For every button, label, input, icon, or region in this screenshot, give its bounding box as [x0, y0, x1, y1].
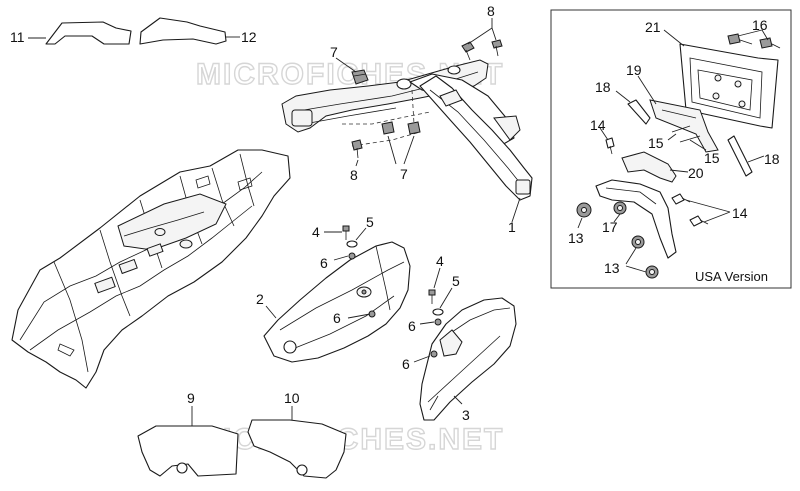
part-15-pins [671, 125, 701, 143]
callout-14-upper: 14 [590, 117, 606, 133]
part-6-grommet-right-upper [434, 318, 442, 326]
part-18-reflector-right [727, 135, 753, 177]
part-5-washer-left [346, 240, 358, 248]
callout-4-right: 4 [436, 253, 444, 269]
callout-18-right: 18 [764, 151, 780, 167]
part-11-decal-left [45, 21, 132, 45]
callout-6-left-upper: 6 [320, 255, 328, 271]
part-10-decal-bottom-right [247, 419, 347, 479]
part-7-clips-lower [381, 121, 421, 135]
part-13-nut-upper [576, 202, 592, 218]
part-19-plate-bracket [649, 99, 719, 153]
callout-1: 1 [508, 219, 516, 235]
callout-15-right: 15 [704, 150, 720, 166]
part-14-screws-lower [671, 193, 709, 227]
callout-10: 10 [284, 390, 300, 406]
part-9-decal-bottom-left [137, 425, 239, 477]
part-6-grommet-right-lower [430, 350, 438, 358]
callout-13-lower: 13 [604, 260, 620, 276]
callout-20: 20 [688, 165, 704, 181]
watermark-bottom: MICROFICHES.NET [196, 423, 504, 456]
part-8-screw-lower [351, 139, 363, 159]
part-1-plate-holder-arm [419, 75, 533, 201]
part-2-side-panel-left [263, 241, 411, 363]
callout-12: 12 [241, 29, 257, 45]
callout-16: 16 [752, 17, 768, 33]
part-14-screw-upper [605, 137, 615, 155]
part-3-side-panel-right [419, 297, 517, 421]
part-4-screw-left [342, 225, 350, 240]
callout-5-right: 5 [452, 273, 460, 289]
rear-undertray [11, 149, 291, 389]
callout-2: 2 [256, 291, 264, 307]
callout-18-left: 18 [595, 79, 611, 95]
callout-19: 19 [626, 62, 642, 78]
part-20-lower-bracket [595, 151, 677, 259]
callout-7-top: 7 [330, 44, 338, 60]
callout-6-right-lower: 6 [402, 356, 410, 372]
callout-6-left-lower: 6 [333, 310, 341, 326]
callout-3: 3 [462, 407, 470, 423]
callout-17: 17 [602, 219, 618, 235]
callout-21: 21 [645, 19, 661, 35]
callout-14-lower: 14 [732, 205, 748, 221]
callout-13-upper: 13 [568, 230, 584, 246]
callout-9: 9 [187, 390, 195, 406]
callout-7-bottom: 7 [400, 166, 408, 182]
usa-version-inset-frame [550, 9, 792, 289]
part-18-reflector-left [627, 99, 651, 125]
part-7-clip-upper [351, 69, 369, 85]
part-16-screws [727, 33, 781, 49]
part-13-nuts-lower [631, 235, 659, 279]
part-8-screws-top [461, 39, 503, 61]
part-6-grommet-left [348, 252, 356, 260]
callout-5-left: 5 [366, 214, 374, 230]
part-4-screw-right [428, 289, 436, 304]
part-5-washer-right [432, 308, 444, 316]
callout-4-left: 4 [312, 224, 320, 240]
usa-version-caption: USA Version [695, 269, 768, 284]
callout-8-bottom: 8 [350, 167, 358, 183]
part-17-nut [613, 201, 627, 215]
callout-11: 11 [10, 29, 25, 45]
callout-8-top: 8 [487, 3, 495, 19]
part-12-decal-right [139, 17, 227, 45]
callout-15-left: 15 [648, 135, 664, 151]
callout-6-right-upper: 6 [408, 318, 416, 334]
